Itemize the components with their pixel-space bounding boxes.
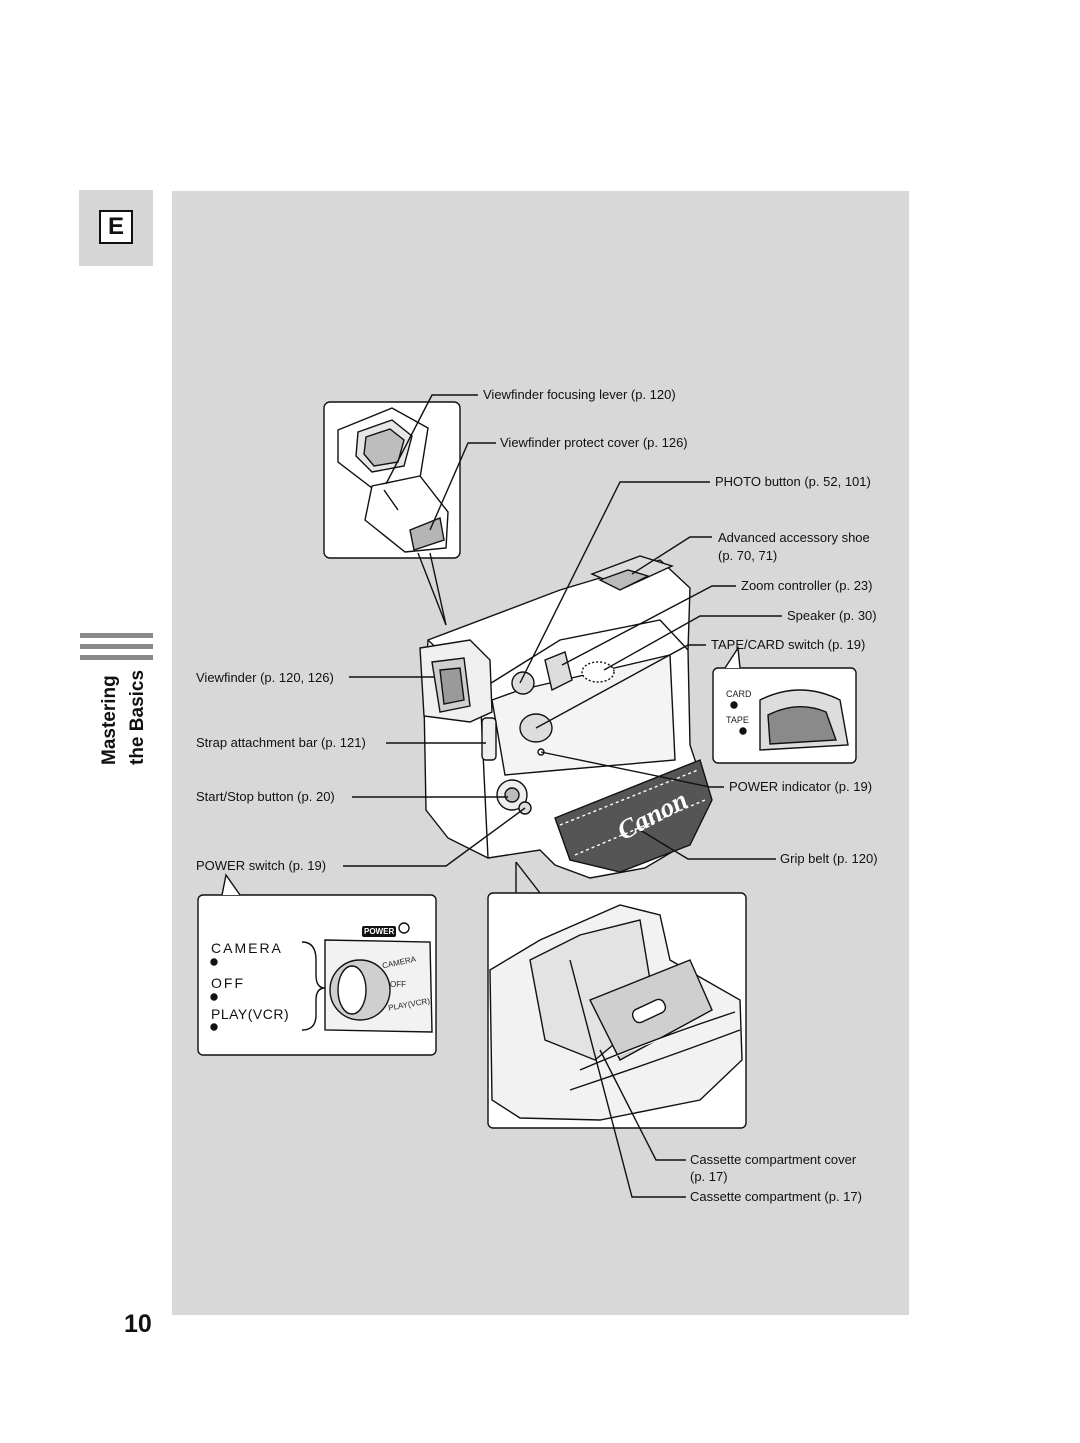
label-power-indicator: POWER indicator (p. 19) [729, 779, 873, 794]
leader-focus-lever [385, 394, 478, 485]
label-cassette-cover-page: (p. 17) [690, 1169, 728, 1184]
leader-tape-card [535, 644, 706, 729]
leader-zoom [561, 585, 736, 666]
label-grip-belt: Grip belt (p. 120) [780, 851, 878, 866]
label-cassette-compartment: Cassette compartment (p. 17) [690, 1189, 862, 1204]
label-accessory-shoe-page: (p. 70, 71) [718, 548, 778, 563]
leader-cassette-cover [599, 1049, 686, 1161]
dial-marking-off: OFF [390, 980, 406, 989]
label-tape-card-switch: TAPE/CARD switch (p. 19) [711, 637, 866, 652]
camcorder-body-drawing [419, 555, 713, 879]
leader-shoe [631, 536, 712, 575]
power-position-off: OFF [211, 975, 245, 991]
power-position-camera: CAMERA [211, 940, 283, 956]
leader-grip-belt [639, 829, 776, 860]
label-speaker: Speaker (p. 30) [787, 608, 877, 623]
power-position-play: PLAY(VCR) [211, 1006, 290, 1022]
leader-speaker [603, 615, 782, 671]
leader-power-indicator [540, 751, 724, 788]
label-viewfinder-protect-cover: Viewfinder protect cover (p. 126) [500, 435, 688, 450]
page-number: 10 [124, 1310, 152, 1338]
label-cassette-compartment-cover: Cassette compartment cover [690, 1152, 857, 1167]
leader-protect-cover [429, 442, 496, 531]
label-photo-button: PHOTO button (p. 52, 101) [715, 474, 871, 489]
leader-power-switch [343, 807, 526, 867]
viewfinder-eyecup-drawing [337, 407, 449, 553]
power-badge: POWER [362, 926, 397, 937]
section-divider-bars [80, 633, 153, 666]
label-strap-attachment-bar: Strap attachment bar (p. 121) [196, 735, 366, 750]
label-start-stop-button: Start/Stop button (p. 20) [196, 789, 335, 804]
label-zoom-controller: Zoom controller (p. 23) [741, 578, 873, 593]
tape-position-label: TAPE [726, 715, 749, 725]
label-power-switch: POWER switch (p. 19) [196, 858, 327, 873]
label-viewfinder: Viewfinder (p. 120, 126) [196, 670, 334, 685]
label-viewfinder-focusing-lever: Viewfinder focusing lever (p. 120) [483, 387, 676, 402]
card-position-label: CARD [726, 689, 752, 699]
language-letter: E [99, 210, 133, 244]
leader-photo [519, 481, 710, 684]
label-accessory-shoe: Advanced accessory shoe [718, 530, 870, 545]
leader-cassette [569, 959, 686, 1198]
